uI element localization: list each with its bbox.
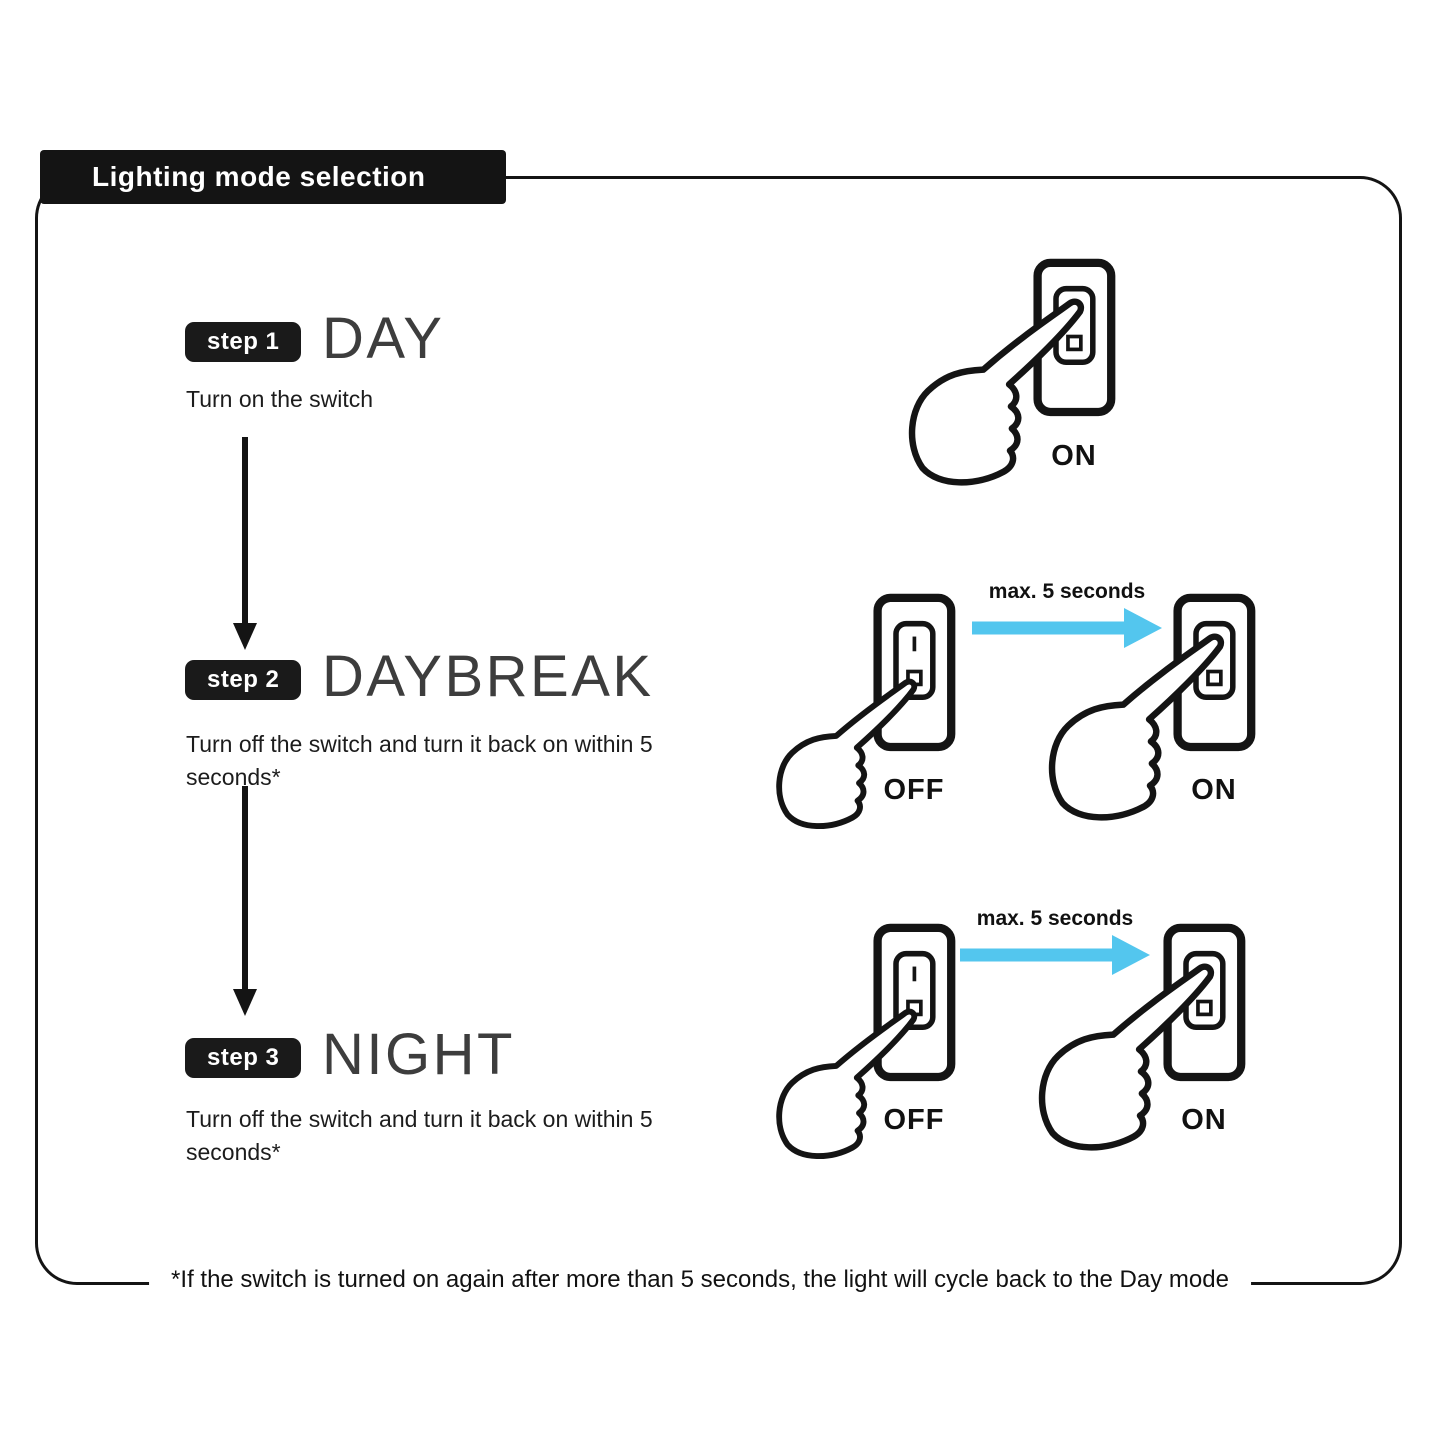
- step-1-badge-label: step 1: [207, 328, 280, 355]
- step-2-on-label: ON: [1191, 774, 1237, 806]
- step-3-description: Turn off the switch and turn it back on …: [186, 1106, 653, 1165]
- footnote: *If the switch is turned on again after …: [149, 1264, 1251, 1296]
- step-1-title: DAY: [322, 306, 445, 371]
- step-3-badge-label: step 3: [207, 1044, 280, 1071]
- step-2-off-label: OFF: [883, 774, 945, 806]
- cyan-arrow-icon: [960, 933, 1150, 982]
- step-3-badge: step 3: [185, 1038, 302, 1078]
- step-2-off-illustration: [735, 592, 965, 832]
- pointing-hand-icon: [776, 1008, 918, 1160]
- step-2-badge: step 2: [185, 660, 302, 700]
- step-3-on-label: ON: [1181, 1104, 1227, 1136]
- step-2-title: DAYBREAK: [322, 644, 654, 709]
- step-1-description: Turn on the switch: [186, 386, 374, 412]
- step-1-on-label: ON: [1051, 440, 1097, 472]
- pointing-hand-icon: [908, 298, 1085, 486]
- pointing-hand-icon: [776, 678, 918, 830]
- step-1-on-illustration: [895, 257, 1125, 497]
- step-3-off-illustration: [735, 922, 965, 1162]
- light-switch-icon: [873, 923, 956, 1082]
- pointing-hand-icon: [1038, 963, 1215, 1151]
- step-3-title: NIGHT: [322, 1022, 515, 1087]
- step-1-badge: step 1: [185, 322, 302, 362]
- title-badge: Lighting mode selection: [40, 150, 506, 204]
- pointing-hand-icon: [1048, 633, 1225, 821]
- step-2-badge-label: step 2: [207, 666, 280, 693]
- cyan-arrow-icon: [972, 606, 1162, 655]
- step-3-on-illustration: [1025, 922, 1255, 1162]
- step-3-arrow-label: max. 5 seconds: [976, 907, 1134, 930]
- page-title: Lighting mode selection: [92, 161, 426, 192]
- step-2-description: Turn off the switch and turn it back on …: [186, 731, 653, 790]
- down-arrow-icon: [228, 786, 262, 1023]
- down-arrow-icon: [228, 437, 262, 657]
- step-2-on-illustration: [1035, 592, 1265, 832]
- step-2-arrow-label: max. 5 seconds: [988, 580, 1146, 603]
- light-switch-icon: [873, 593, 956, 752]
- step-3-off-label: OFF: [883, 1104, 945, 1136]
